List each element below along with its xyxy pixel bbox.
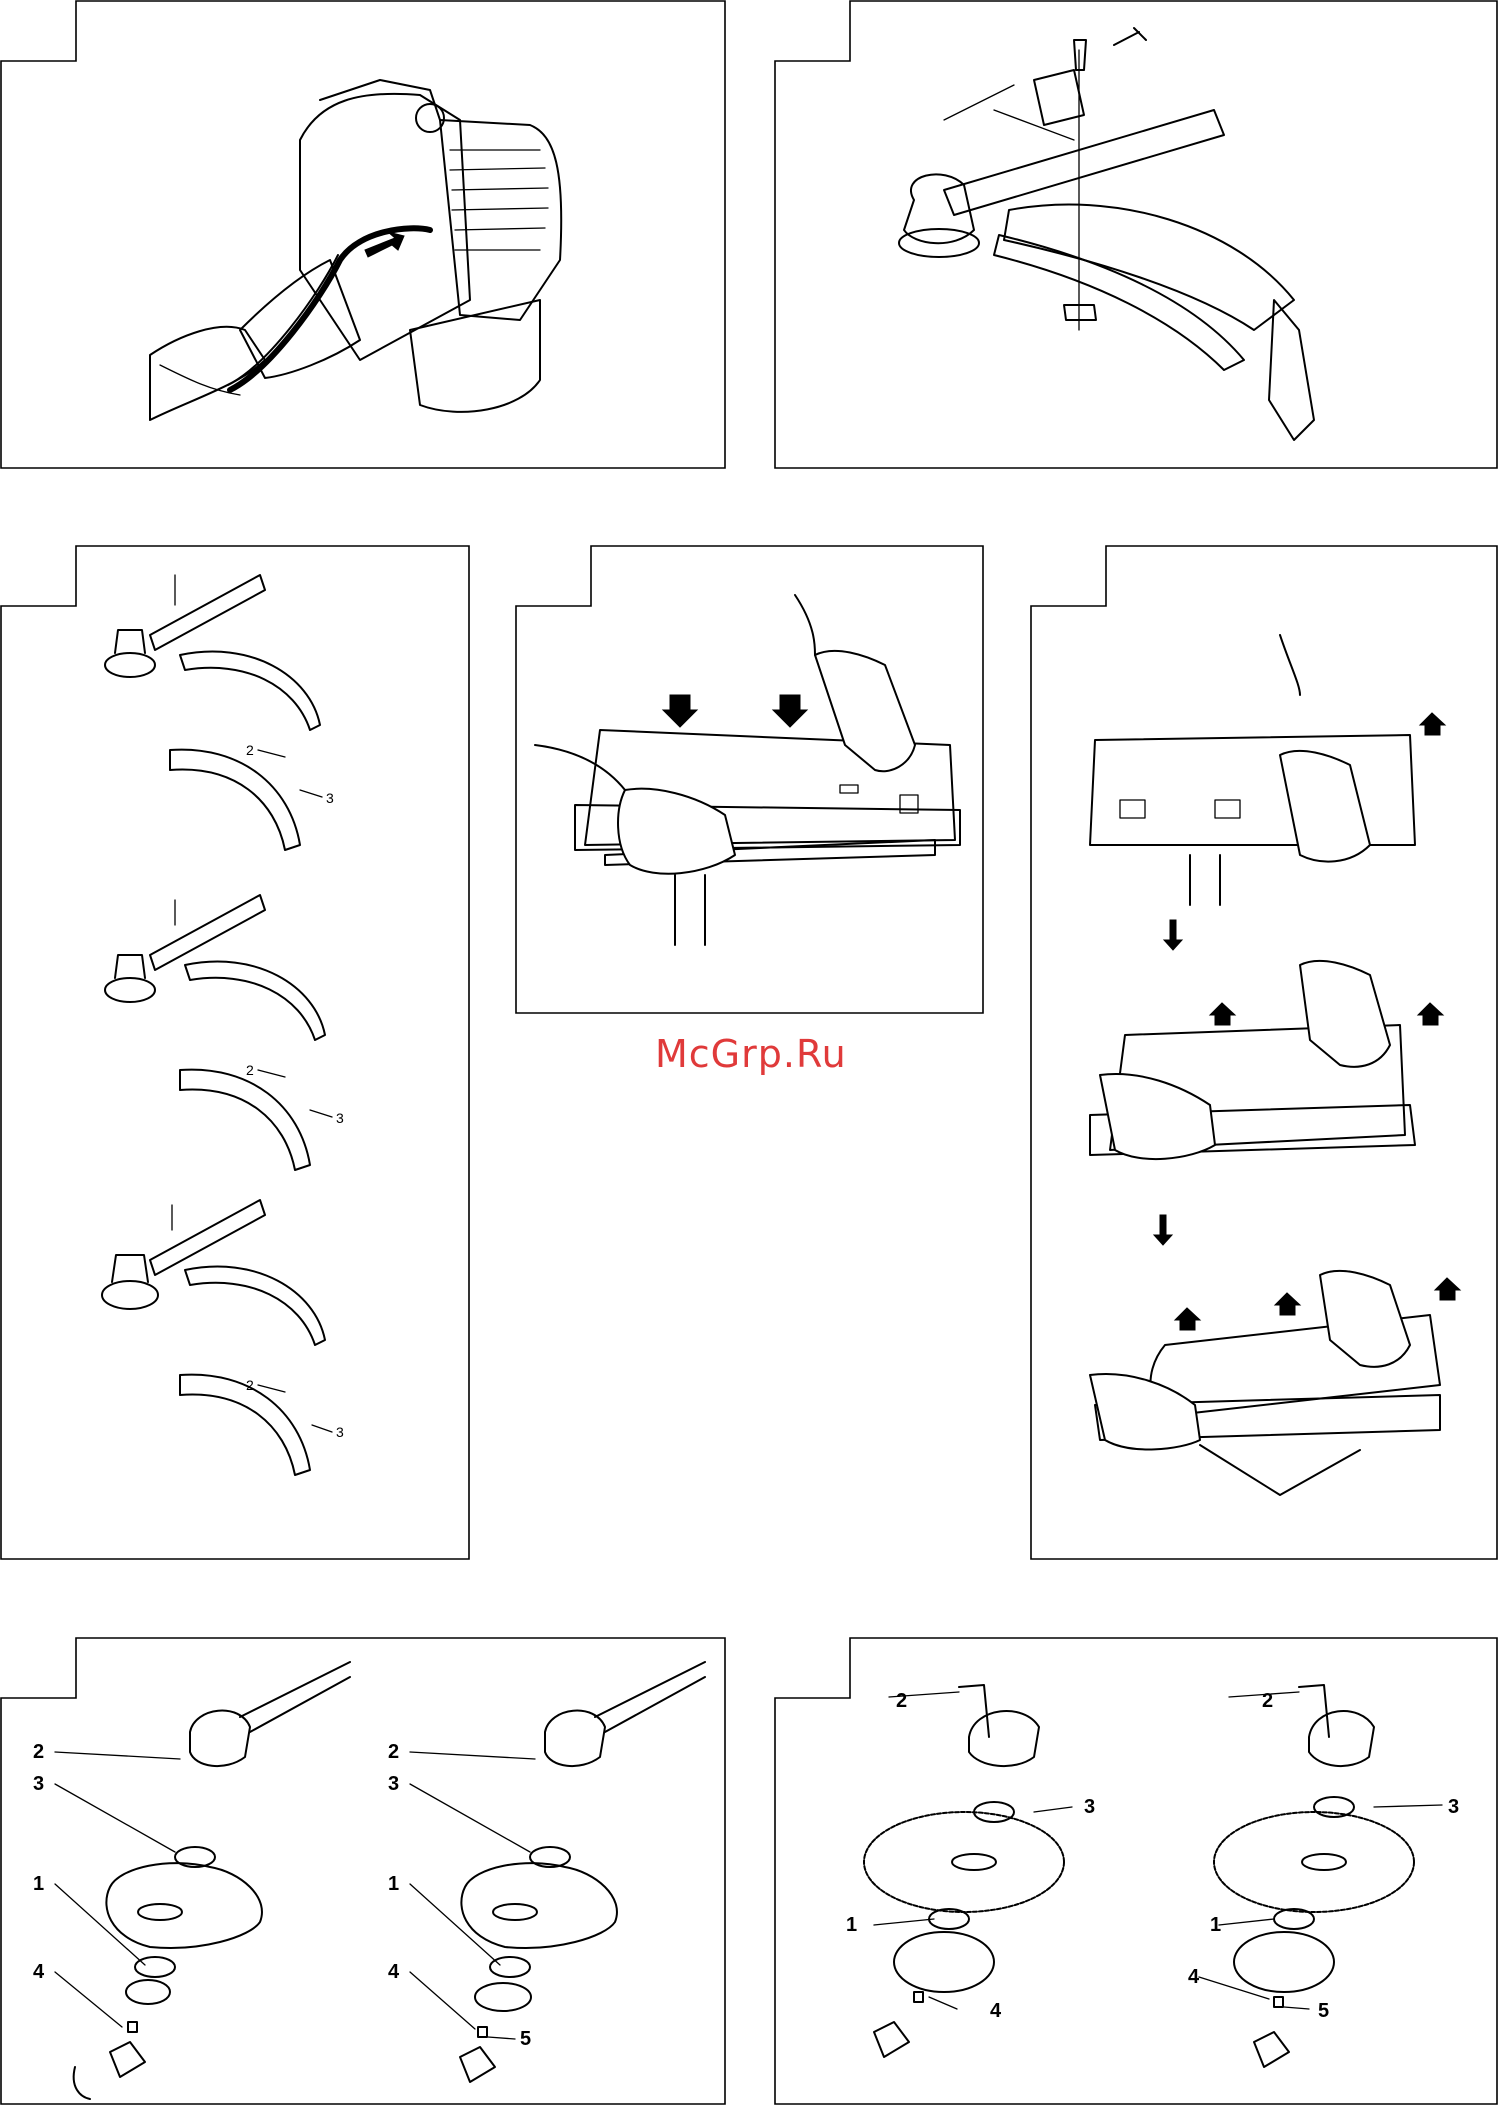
removal-step-1	[1090, 635, 1445, 950]
callout-label: 2	[896, 1690, 907, 1712]
panel-blade-assembly-a: 2 3 1 4 2 3 1 4 5	[0, 1637, 727, 2106]
callout-label: 3	[33, 1773, 44, 1795]
callout-label: 1	[846, 1914, 857, 1936]
callout-label: 2	[246, 1062, 254, 1078]
callout-label: 1	[388, 1873, 399, 1895]
callout-label: 4	[990, 2000, 1002, 2022]
callout-label: 5	[1318, 2000, 1329, 2022]
panel-guard-steps: 2 3 2 3 2 3	[0, 545, 471, 1561]
callout-label: 4	[1188, 1966, 1200, 1988]
panel-engine-cable	[0, 0, 727, 470]
callout-label: 2	[246, 742, 254, 758]
callout-label: 3	[1084, 1796, 1095, 1818]
callout-label: 3	[336, 1424, 344, 1440]
callout-label: 3	[326, 790, 334, 806]
watermark: McGrp.Ru	[655, 1032, 847, 1076]
callout-label: 3	[336, 1110, 344, 1126]
callout-label: 2	[388, 1741, 399, 1763]
callout-label: 2	[33, 1741, 44, 1763]
guard-step-2	[105, 895, 325, 1170]
panel-cover-install	[515, 545, 985, 1015]
blade-assembly-left	[55, 1662, 350, 2099]
callout-label: 2	[1262, 1690, 1273, 1712]
panel-cover-removal	[1030, 545, 1499, 1561]
panel-guard-mount	[774, 0, 1499, 470]
guard-step-3	[102, 1200, 325, 1475]
guard-illustration	[899, 28, 1314, 440]
cover-install-illustration	[535, 595, 960, 945]
callout-label: 5	[520, 2028, 531, 2050]
guard-step-1	[105, 575, 320, 850]
callout-label: 3	[388, 1773, 399, 1795]
callout-label: 1	[1210, 1914, 1221, 1936]
engine-illustration	[150, 80, 561, 420]
callout-label: 3	[1448, 1796, 1459, 1818]
removal-step-3	[1090, 1271, 1460, 1495]
saw-assembly-left	[864, 1685, 1072, 2057]
callout-label: 4	[388, 1961, 400, 1983]
callout-label: 4	[33, 1961, 45, 1983]
panel-blade-assembly-b: 2 3 1 4 2 3 1 4 5	[774, 1637, 1499, 2106]
callout-label: 2	[246, 1377, 254, 1393]
callout-label: 1	[33, 1873, 44, 1895]
removal-step-2	[1090, 961, 1443, 1245]
blade-assembly-right	[410, 1662, 705, 2082]
